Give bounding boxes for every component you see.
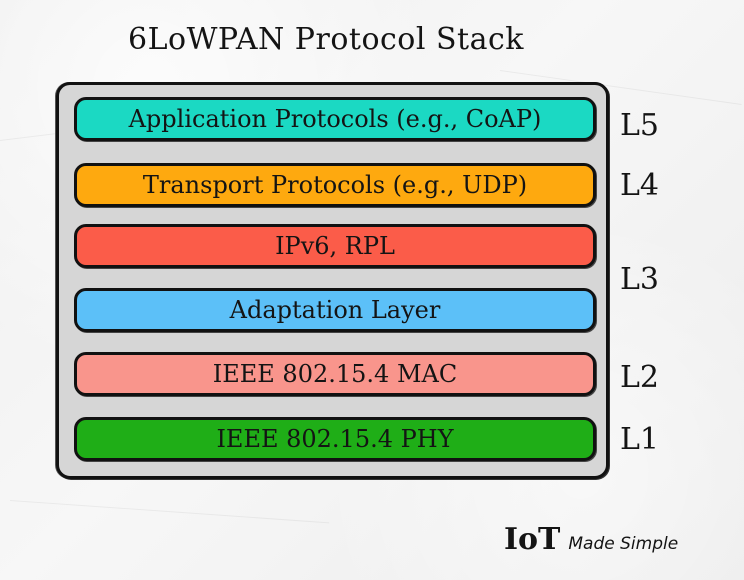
layer-adaptation-label: Adaptation Layer <box>229 296 441 324</box>
diagram-title: 6LoWPAN Protocol Stack <box>128 22 524 57</box>
level-label-l5: L5 <box>620 108 660 143</box>
paper-crease <box>9 500 330 524</box>
layer-mac: IEEE 802.15.4 MAC <box>74 352 596 396</box>
layer-application-label: Application Protocols (e.g., CoAP) <box>128 105 542 133</box>
layer-network: IPv6, RPL <box>74 224 596 268</box>
level-label-l4: L4 <box>620 168 660 203</box>
layer-mac-label: IEEE 802.15.4 MAC <box>212 360 458 388</box>
layer-transport: Transport Protocols (e.g., UDP) <box>74 163 596 207</box>
layer-transport-label: Transport Protocols (e.g., UDP) <box>142 171 528 199</box>
brand-sub-text: Made Simple <box>568 534 679 554</box>
layer-phy-label: IEEE 802.15.4 PHY <box>216 425 454 453</box>
level-label-l3: L3 <box>620 262 660 297</box>
protocol-stack-frame <box>56 82 609 479</box>
brand-main-text: IoT <box>504 522 561 557</box>
layer-phy: IEEE 802.15.4 PHY <box>74 417 596 461</box>
level-label-l2: L2 <box>620 360 660 395</box>
layer-application: Application Protocols (e.g., CoAP) <box>74 97 596 141</box>
level-label-l1: L1 <box>620 422 660 457</box>
layer-adaptation: Adaptation Layer <box>74 288 596 332</box>
layer-network-label: IPv6, RPL <box>275 232 395 260</box>
brand-logo: IoT Made Simple <box>504 522 678 557</box>
